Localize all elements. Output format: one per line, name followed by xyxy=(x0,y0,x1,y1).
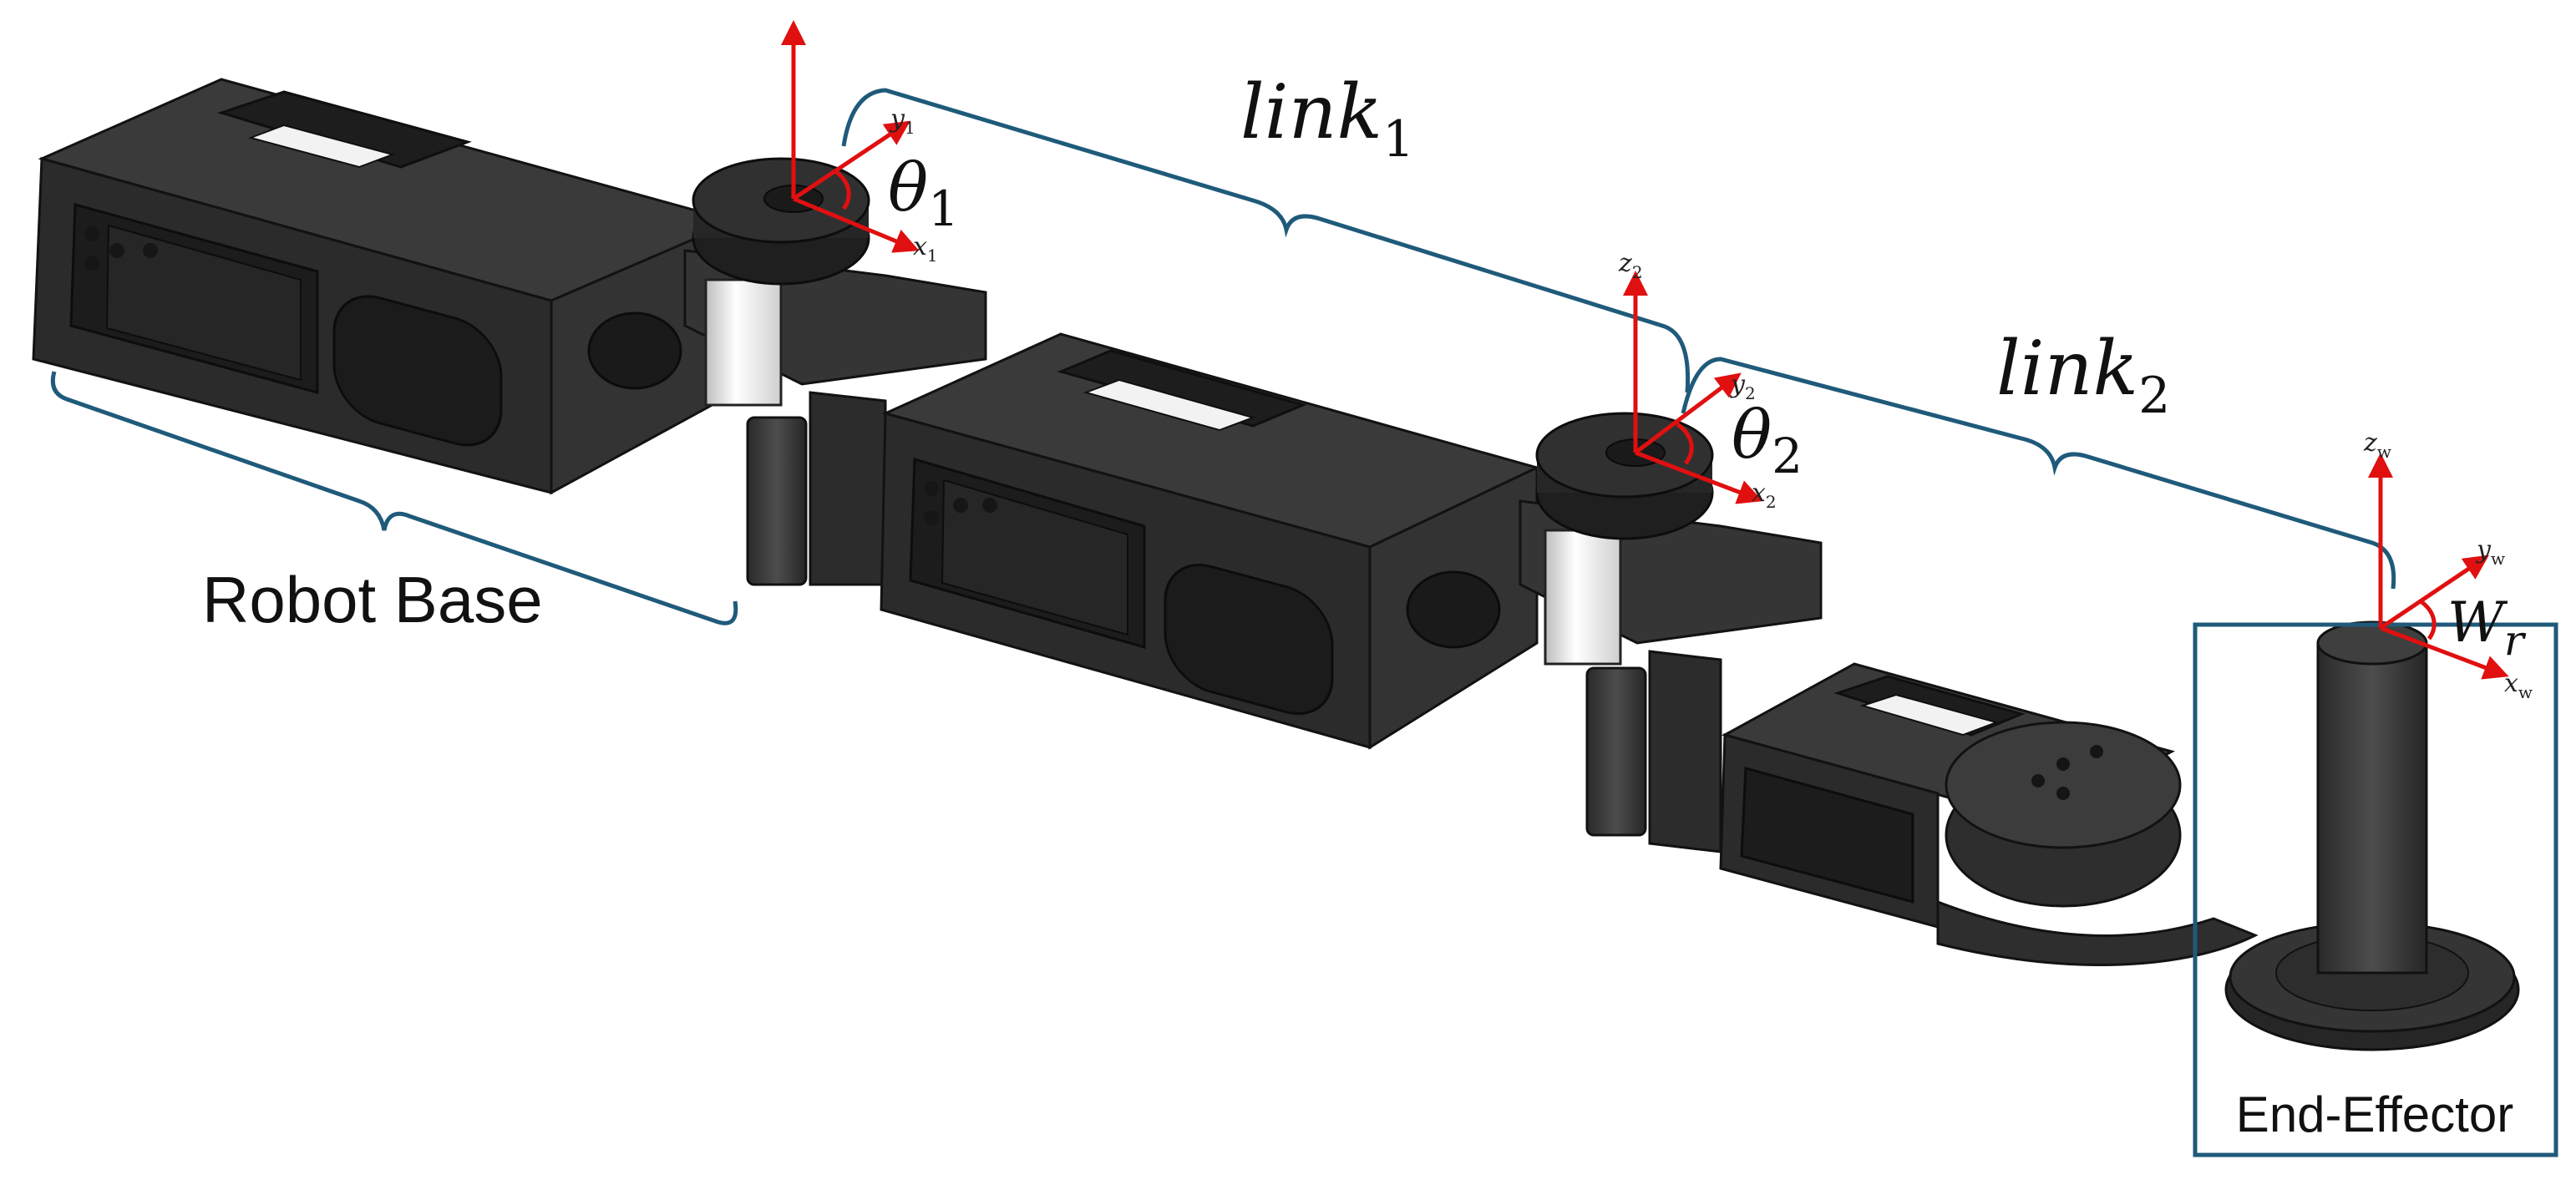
link1-hole xyxy=(953,498,968,513)
end-effector-label: End-Effector xyxy=(2236,1086,2513,1142)
link1-connector xyxy=(809,391,887,586)
robot-base-body xyxy=(32,78,987,586)
link2-bracket xyxy=(1681,357,2396,590)
robot-base-hole xyxy=(109,243,124,258)
frame2-axes xyxy=(1623,271,1763,504)
robot-base-post xyxy=(746,416,808,586)
robot-base-bracket xyxy=(50,371,738,625)
joint2-motor xyxy=(1535,412,1714,666)
frame2-x-axis xyxy=(1635,450,1763,504)
link1-hole xyxy=(924,481,939,496)
link1-top-opening-inner xyxy=(1083,378,1256,432)
frame1-theta-arc xyxy=(834,169,851,210)
link1-bracket xyxy=(841,88,1691,393)
robot-base-oblong-cutout xyxy=(332,295,503,447)
frame-w-x-axis xyxy=(2380,625,2509,680)
link1-hole xyxy=(982,498,997,513)
link2-connector xyxy=(1648,650,1722,853)
link1-end-oval xyxy=(1406,570,1501,649)
link2-rounded-end-top xyxy=(1945,721,2182,849)
wrist-label: Wr xyxy=(2447,590,2527,665)
link2-front-window xyxy=(1740,767,1914,904)
end-effector-body xyxy=(2224,620,2520,1051)
frame-w-y-label: yw xyxy=(2475,535,2505,569)
robot-base-hole xyxy=(84,226,99,241)
end-effector-cylinder xyxy=(2316,641,2428,975)
joint1-motor-can xyxy=(704,278,783,407)
joint1-motor xyxy=(692,157,870,407)
link1-label: link1 xyxy=(1240,68,1414,169)
link1-post xyxy=(1585,666,1647,837)
link2-hole xyxy=(2031,774,2045,787)
link2-label: link2 xyxy=(1996,325,2170,425)
frame1-y-label: y1 xyxy=(889,104,915,138)
robot-base-end-oval xyxy=(587,311,682,390)
link2-hole xyxy=(2056,757,2070,771)
theta2-label: θ2 xyxy=(1732,396,1803,484)
link2-hole xyxy=(2056,787,2070,800)
end-effector-cylinder-top xyxy=(2316,620,2428,666)
frame1-x-label: x1 xyxy=(913,232,938,266)
frame-w-z-label: zw xyxy=(2363,428,2391,462)
frame-w-x-label: xw xyxy=(2504,669,2533,702)
frame2-y-axis xyxy=(1634,372,1742,454)
theta1-label: θ1 xyxy=(888,149,959,237)
frame-w-y-axis xyxy=(2379,555,2489,630)
frame2-z-label: z2 xyxy=(1618,249,1643,282)
frame2-x-label: x2 xyxy=(1752,479,1777,512)
link2-top-opening-inner xyxy=(1859,693,2000,737)
robot-base-label: Robot Base xyxy=(202,563,543,636)
end-effector-box xyxy=(2193,622,2558,1157)
link1-oblong-cutout xyxy=(1164,564,1334,716)
joint2-motor-can xyxy=(1544,529,1622,666)
link2-thin-arm xyxy=(1936,899,2259,966)
frame1-x-axis xyxy=(793,196,920,253)
frame-w-wrist-arc xyxy=(2419,599,2437,641)
robot-base-hole xyxy=(143,243,158,258)
robot-base-front-window-inner xyxy=(105,224,302,382)
frame1-axes xyxy=(781,20,920,253)
link1-front-window-inner xyxy=(941,479,1128,636)
robot-base-top-opening-inner xyxy=(247,124,396,169)
frame2-y-label: y2 xyxy=(1729,370,1756,403)
frame2-theta-arc xyxy=(1676,422,1694,465)
frame1-y-axis xyxy=(792,120,910,201)
frame-w-axes xyxy=(2368,453,2509,680)
link2-body xyxy=(1648,650,2259,966)
robot-base-hole xyxy=(84,256,99,271)
link1-hole xyxy=(924,510,939,525)
link2-hole xyxy=(2090,745,2103,758)
